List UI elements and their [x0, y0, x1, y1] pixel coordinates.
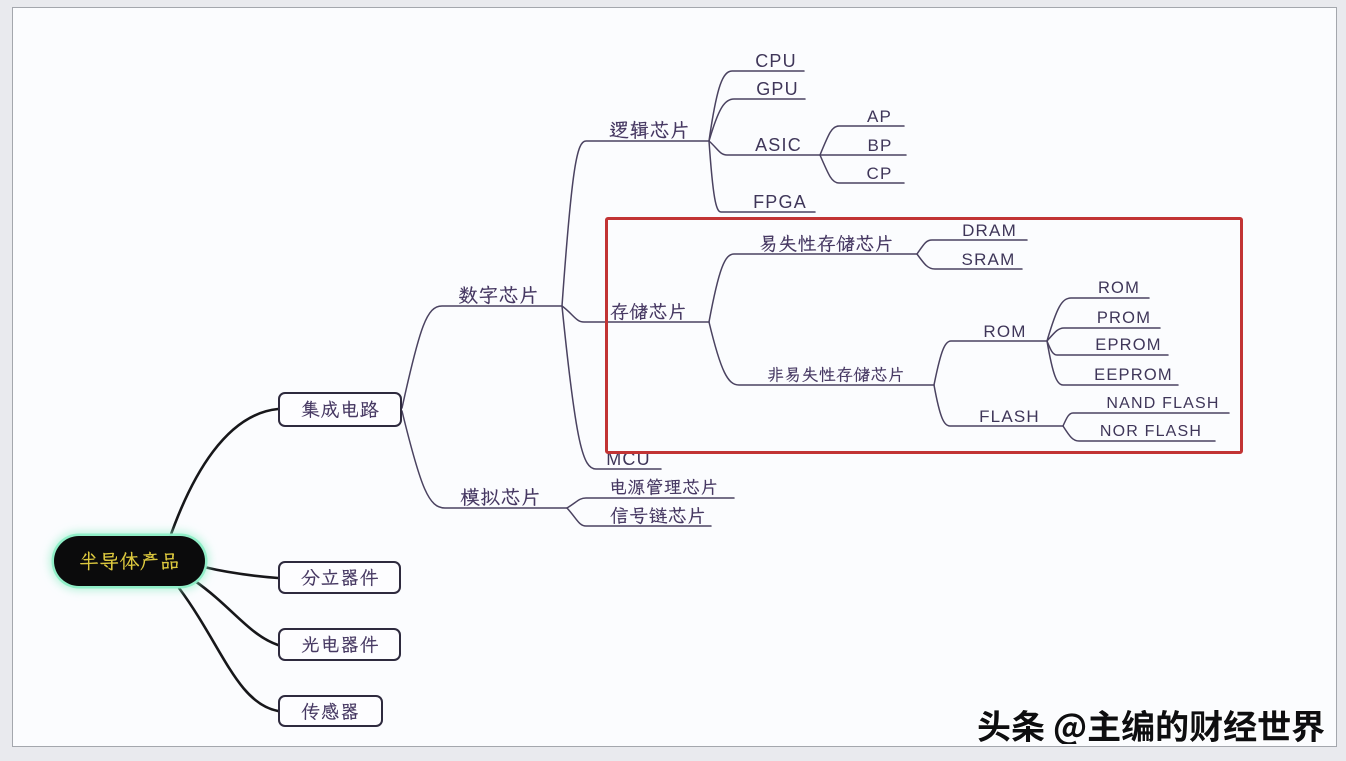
edge-integrated-circuits [167, 407, 280, 542]
edge-digital-chips [401, 305, 563, 409]
topic-signal-chain-chips[interactable]: 信号链芯片 [610, 506, 706, 525]
edge-signal-chain-chips [566, 507, 712, 527]
topic-rom[interactable]: ROM [1098, 280, 1140, 297]
glyphs [301, 635, 378, 654]
glyphs [301, 568, 378, 587]
glyphs [458, 285, 537, 304]
edge-gpu [708, 98, 806, 142]
edge-sensors [177, 586, 280, 713]
mindmap-board: 半导体产品集成电路分立器件光电器件传感器数字芯片模拟芯片逻辑芯片存储芯片MCU电… [12, 7, 1337, 747]
edge-logic-chips [561, 140, 710, 307]
edge-rom-group [933, 340, 1048, 386]
glyphs [460, 487, 539, 506]
edge-analog-chips [401, 410, 568, 509]
edge-mcu [561, 305, 662, 470]
watermark-glyphs [977, 710, 1326, 744]
glyphs [609, 120, 688, 139]
topic-label: EEPROM [1094, 366, 1173, 384]
topic-sensors[interactable]: 传感器 [278, 695, 383, 727]
topic-power-management-chips[interactable]: 电源管理芯片 [609, 478, 718, 496]
topic-label: SRAM [961, 249, 1016, 269]
edge-eeprom [1046, 340, 1179, 386]
topic-dram[interactable]: DRAM [962, 222, 1017, 239]
tree-lines [401, 70, 1230, 527]
topic-digital-chips[interactable]: 数字芯片 [458, 285, 539, 305]
edge-cpu [708, 70, 805, 142]
topic-label: EPROM [1095, 336, 1162, 354]
root-branch-lines [167, 407, 280, 713]
topic-ap[interactable]: AP [867, 108, 892, 125]
edge-fpga [708, 140, 816, 213]
topic-label: NOR FLASH [1099, 422, 1203, 440]
topic-gpu[interactable]: GPU [756, 80, 799, 98]
topic-label: CP [866, 163, 893, 183]
topic-fpga[interactable]: FPGA [753, 193, 807, 211]
topic-mcu[interactable]: MCU [606, 450, 651, 468]
topic-nand-flash[interactable]: NAND FLASH [1106, 394, 1220, 412]
topic-label: ROM [1097, 279, 1141, 297]
edge-prom [1046, 327, 1161, 342]
edge-power-management-chips [566, 497, 735, 509]
topic-prom[interactable]: PROM [1097, 310, 1151, 327]
topic-eeprom[interactable]: EEPROM [1094, 367, 1173, 384]
edge-memory-chips [561, 305, 710, 323]
topic-label: ROM [983, 321, 1027, 341]
glyphs [302, 702, 359, 720]
edge-nor-flash [1062, 425, 1216, 442]
topic-cp[interactable]: CP [866, 165, 892, 182]
topic-integrated-circuits[interactable]: 集成电路 [278, 392, 402, 427]
topic-logic-chips[interactable]: 逻辑芯片 [609, 120, 690, 140]
topic-label: BP [867, 135, 893, 155]
edge-ap [819, 125, 905, 156]
topic-label: MCU [606, 448, 651, 469]
glyphs [301, 400, 379, 419]
topic-label: AP [866, 106, 893, 126]
edge-flash-group [933, 384, 1064, 427]
edge-volatile-memory [708, 253, 918, 323]
edge-nonvolatile-memory [708, 321, 935, 386]
highlight-frame-memory-chips [605, 217, 1243, 454]
topic-rom-group[interactable]: ROM [983, 323, 1026, 340]
topic-sram[interactable]: SRAM [962, 251, 1016, 268]
glyphs [610, 506, 705, 524]
edge-sram [916, 253, 1023, 270]
root-topic-semiconductor[interactable]: 半导体产品 [54, 536, 205, 586]
edge-cp [819, 154, 905, 184]
topic-label: GPU [756, 78, 799, 99]
edge-dram [916, 239, 1028, 255]
edge-optoelectronic-devices [193, 579, 280, 647]
topic-optoelectronic-devices[interactable]: 光电器件 [278, 628, 401, 661]
glyphs [80, 551, 178, 571]
topic-eprom[interactable]: EPROM [1095, 337, 1162, 354]
topic-label: FLASH [979, 406, 1040, 426]
edge-rom [1046, 297, 1150, 342]
topic-flash-group[interactable]: FLASH [979, 408, 1040, 425]
topic-label: DRAM [962, 220, 1017, 240]
topic-discrete-devices[interactable]: 分立器件 [278, 561, 401, 594]
topic-label: ASIC [755, 134, 802, 155]
watermark-toutiao: 头条 @主编的财经世界 [977, 710, 1326, 744]
topic-cpu[interactable]: CPU [755, 52, 797, 70]
topic-bp[interactable]: BP [867, 137, 892, 154]
topic-label: FPGA [753, 191, 807, 212]
edge-nand-flash [1062, 412, 1230, 427]
topic-nor-flash[interactable]: NOR FLASH [1099, 422, 1203, 440]
glyphs [611, 478, 717, 496]
edge-asic [708, 140, 821, 156]
topic-asic[interactable]: ASIC [755, 136, 802, 154]
topic-label: PROM [1096, 309, 1152, 327]
topic-label: CPU [755, 50, 797, 71]
edge-discrete-devices [202, 565, 280, 580]
topic-label: NAND FLASH [1106, 394, 1220, 412]
topic-analog-chips[interactable]: 模拟芯片 [460, 487, 541, 507]
